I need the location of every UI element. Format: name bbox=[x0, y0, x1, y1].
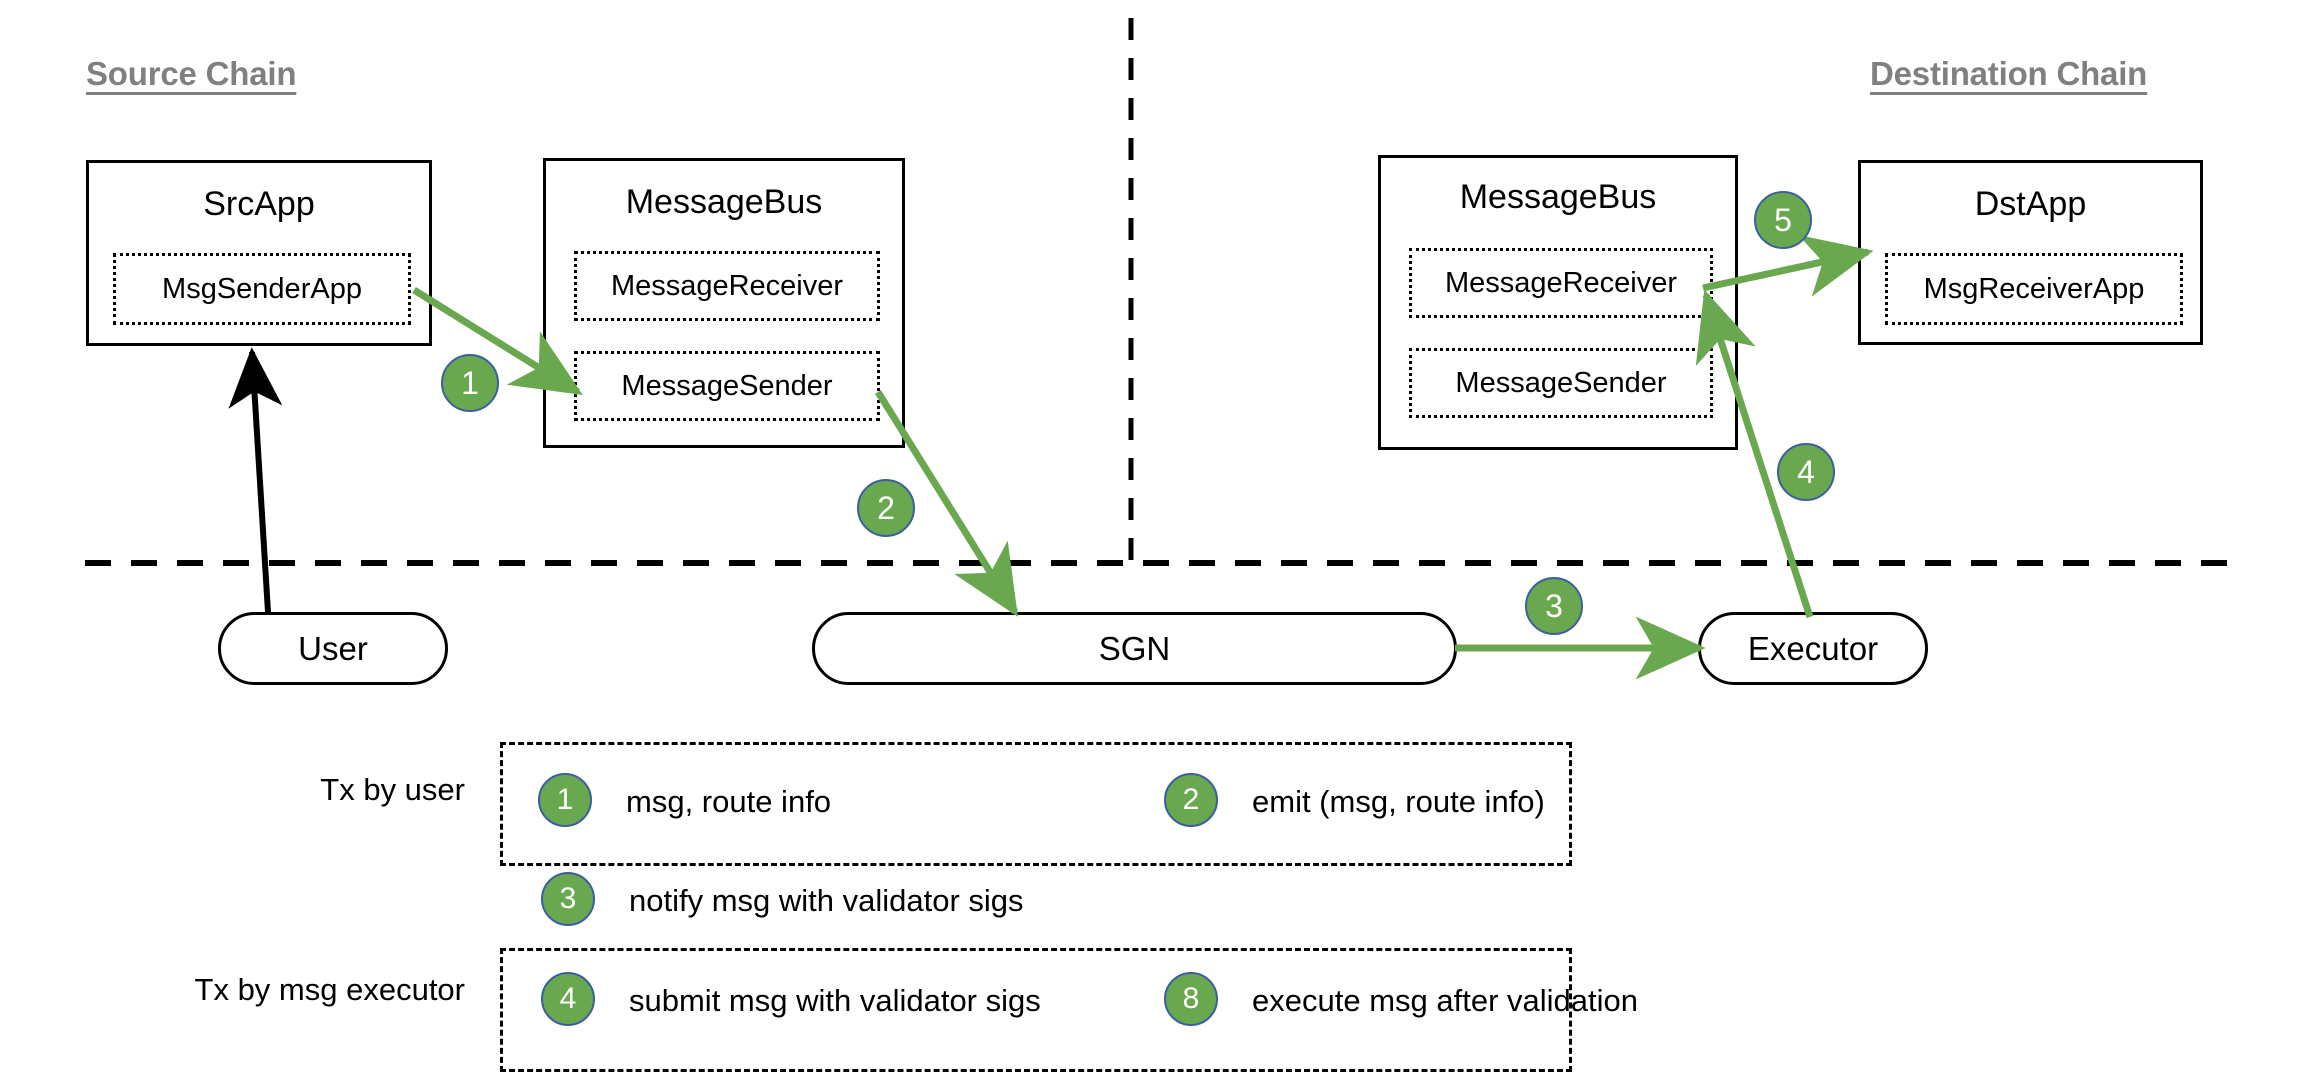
msgsenderapp-box[interactable]: MsgSenderApp bbox=[113, 253, 411, 325]
legend-badge-4: 4 bbox=[541, 972, 595, 1026]
src-messagesender-box[interactable]: MessageSender bbox=[574, 351, 880, 421]
src-messagebus-title: MessageBus bbox=[625, 183, 823, 221]
dst-messagesender-box[interactable]: MessageSender bbox=[1409, 348, 1713, 418]
sgn-pill[interactable]: SGN bbox=[812, 612, 1457, 685]
dstapp-title: DstApp bbox=[1974, 185, 2087, 223]
legend-text-3: notify msg with validator sigs bbox=[629, 883, 1024, 918]
dstapp-box[interactable]: DstApp MsgReceiverApp bbox=[1858, 160, 2203, 345]
destination-chain-header: Destination Chain bbox=[1870, 55, 2148, 92]
srcapp-box[interactable]: SrcApp MsgSenderApp bbox=[86, 160, 432, 346]
legend-box-executor bbox=[500, 948, 1572, 1072]
srcapp-title: SrcApp bbox=[203, 185, 315, 223]
legend-text-2: emit (msg, route info) bbox=[1252, 784, 1545, 819]
flow-badge-4: 4 bbox=[1777, 443, 1835, 501]
legend-text-4: submit msg with validator sigs bbox=[629, 983, 1041, 1018]
legend-text-8: execute msg after validation bbox=[1252, 983, 1638, 1018]
user-pill[interactable]: User bbox=[218, 612, 448, 685]
source-chain-header: Source Chain bbox=[86, 55, 297, 92]
src-messagebus-box[interactable]: MessageBus MessageReceiver MessageSender bbox=[543, 158, 905, 448]
legend-badge-2: 2 bbox=[1164, 773, 1218, 827]
dst-messagebus-box[interactable]: MessageBus MessageReceiver MessageSender bbox=[1378, 155, 1738, 450]
flow-badge-1: 1 bbox=[441, 354, 499, 412]
flow-badge-5: 5 bbox=[1754, 191, 1812, 249]
legend-badge-1: 1 bbox=[538, 773, 592, 827]
legend-text-1: msg, route info bbox=[626, 784, 832, 819]
legend-badge-8: 8 bbox=[1164, 972, 1218, 1026]
dst-messagebus-title: MessageBus bbox=[1459, 178, 1657, 216]
legend-box-user bbox=[500, 742, 1572, 866]
src-messagereceiver-box[interactable]: MessageReceiver bbox=[574, 251, 880, 321]
dst-messagereceiver-box[interactable]: MessageReceiver bbox=[1409, 248, 1713, 318]
legend-row-executor-label: Tx by msg executor bbox=[194, 972, 465, 1007]
legend-badge-3: 3 bbox=[541, 872, 595, 926]
legend-row-user-label: Tx by user bbox=[320, 772, 465, 807]
executor-pill[interactable]: Executor bbox=[1698, 612, 1928, 685]
msgreceiverapp-box[interactable]: MsgReceiverApp bbox=[1885, 253, 2183, 325]
arrow-user-to-srcapp bbox=[228, 347, 283, 613]
flow-badge-3: 3 bbox=[1525, 577, 1583, 635]
flow-badge-2: 2 bbox=[857, 479, 915, 537]
